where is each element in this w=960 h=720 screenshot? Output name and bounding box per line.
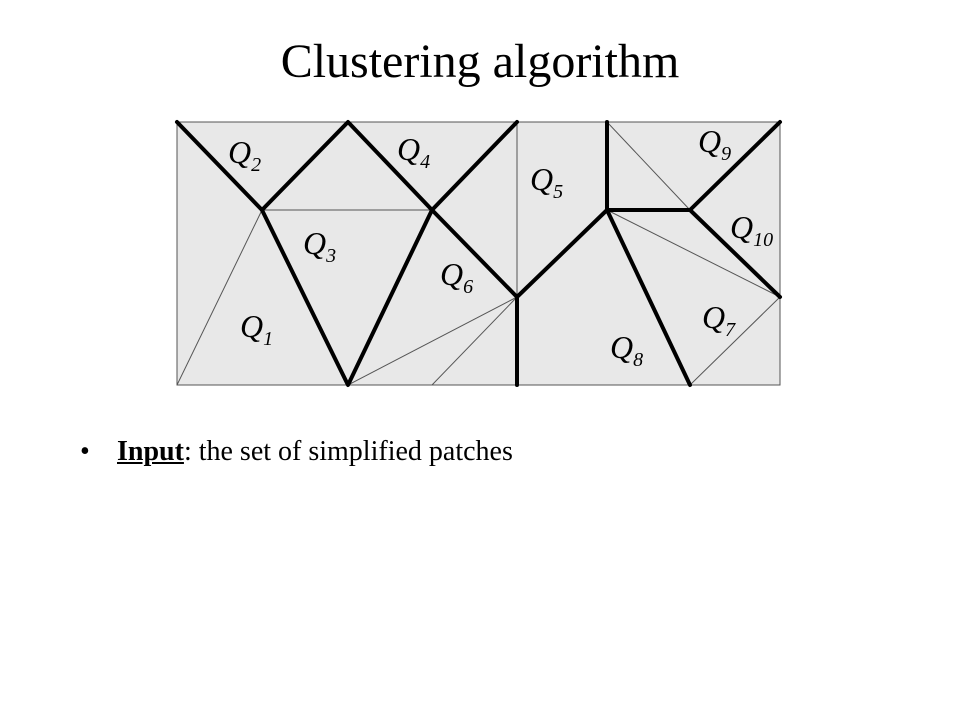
patch-boundaries: [175, 120, 782, 387]
bullet-text: : the set of simplified patches: [183, 436, 513, 467]
thin-edge: [689, 296, 781, 386]
boundary-edge: [688, 208, 782, 299]
patch-label-q9: Q9: [698, 123, 731, 165]
patch-label-q1: Q1: [240, 308, 273, 350]
boundary-edge: [605, 208, 692, 387]
slide-title: Clustering algorithm: [280, 35, 680, 88]
thin-edge: [347, 296, 518, 386]
bullet-term: Input: [117, 436, 184, 467]
thin-edge: [606, 209, 781, 298]
boundary-edge: [175, 120, 519, 212]
patch-label-q2: Q2: [228, 134, 261, 176]
bullet-list: • Input: the set of simplified patches: [80, 432, 513, 472]
bullet-dot: •: [80, 436, 90, 467]
patch-label-q5: Q5: [530, 161, 563, 203]
thin-edge: [431, 296, 518, 386]
patch-label-q7: Q7: [702, 299, 736, 341]
patch-label-q6: Q6: [440, 256, 473, 298]
patch-label-q3: Q3: [303, 225, 336, 267]
patch-label-q10: Q10: [730, 209, 773, 251]
patch-label-q4: Q4: [397, 131, 430, 173]
mesh-background: [176, 121, 781, 386]
boundary-edge: [260, 120, 609, 387]
patch-label-q8: Q8: [610, 329, 643, 371]
thin-edge: [176, 209, 263, 386]
thin-edge: [606, 121, 691, 211]
bullet-item: • Input: the set of simplified patches: [80, 432, 513, 472]
